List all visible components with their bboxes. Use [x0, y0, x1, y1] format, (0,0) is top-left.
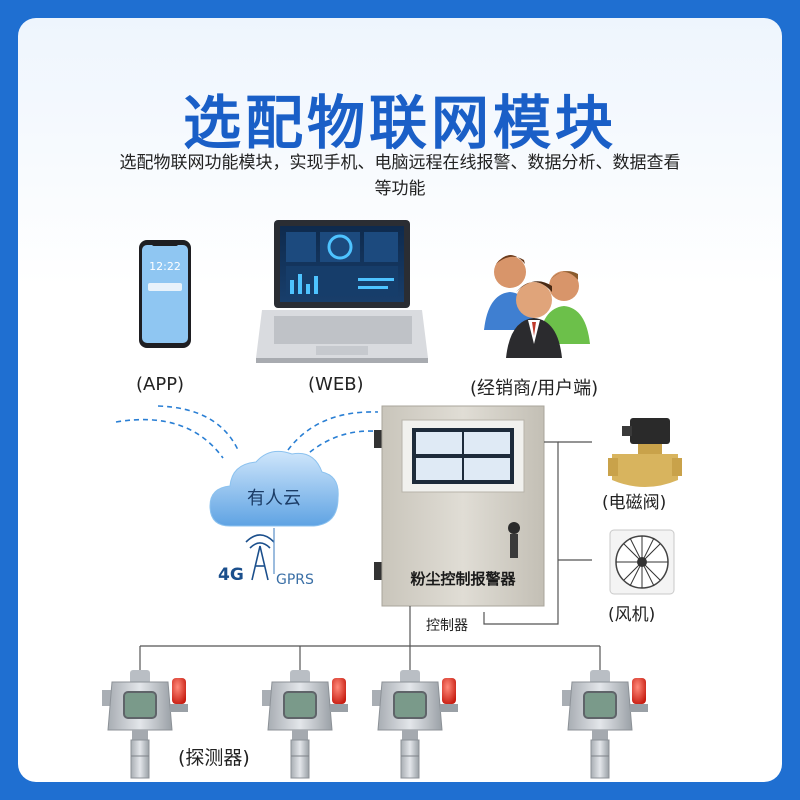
diagram-canvas: 12:22 — [102, 220, 682, 779]
poster-frame: 选配物联网模块 选配物联网功能模块，实现手机、电脑远程在线报警、数据分析、数据查… — [18, 18, 782, 782]
alarm-lamp — [170, 678, 188, 712]
controller-label: 控制器 — [426, 618, 468, 634]
page-subtitle: 选配物联网功能模块，实现手机、电脑远程在线报警、数据分析、数据查看等功能 — [119, 153, 681, 199]
dashed-links — [115, 405, 385, 459]
gas-detector — [372, 670, 443, 779]
antenna-icon — [245, 534, 275, 581]
user-label: (经销商/用户端) — [470, 378, 599, 399]
network-4g-label: 4G — [218, 565, 244, 585]
fan-icon — [609, 529, 675, 595]
alarm-lamp — [630, 678, 648, 712]
controller-panel-text: 粉尘控制报警器 — [410, 570, 516, 588]
laptop-icon — [256, 220, 428, 363]
valve-label: (电磁阀) — [602, 493, 666, 513]
gas-detector — [262, 670, 333, 779]
output-wires — [483, 441, 592, 625]
phone-time: 12:22 — [149, 260, 181, 273]
detector-bus — [139, 606, 601, 678]
alarm-lamp — [330, 678, 348, 712]
app-label: (APP) — [136, 374, 185, 395]
gas-detector — [102, 670, 173, 779]
detectors-layer — [102, 670, 648, 779]
phone-icon — [139, 240, 191, 348]
cloud-icon — [209, 450, 339, 527]
web-label: (WEB) — [308, 374, 364, 395]
valve-icon — [608, 418, 682, 487]
network-gprs-label: GPRS — [276, 572, 314, 588]
controller-cabinet — [374, 405, 545, 607]
cloud-label: 有人云 — [247, 488, 301, 509]
alarm-lamp — [440, 678, 458, 712]
detector-label: (探测器) — [178, 747, 250, 769]
gas-detector — [562, 670, 633, 779]
users-icon — [484, 255, 590, 358]
page-title: 选配物联网模块 — [182, 89, 617, 157]
fan-label: (风机) — [608, 605, 655, 625]
